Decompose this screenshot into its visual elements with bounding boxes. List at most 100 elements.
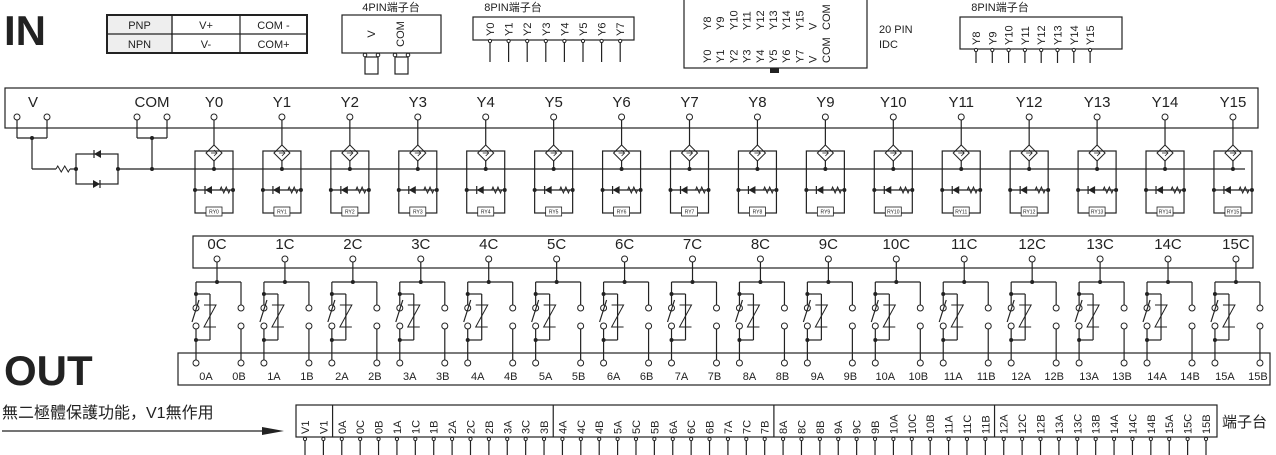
relay-coil — [477, 206, 495, 217]
arrow-head-icon — [262, 427, 284, 435]
terminal-strip-label: 9A — [833, 420, 845, 434]
idc-top-label: V — [808, 22, 820, 30]
table-cell: PNP — [128, 20, 151, 32]
resistor-icon — [966, 185, 978, 195]
led-icon — [544, 186, 552, 194]
junction-dot — [774, 188, 779, 192]
input-terminal — [1229, 113, 1237, 121]
junction-dot — [193, 188, 197, 192]
terminal-strip-label: 2A — [447, 420, 459, 434]
contact-terminal — [1256, 359, 1264, 367]
input-terminal — [210, 113, 218, 121]
contact-label-a: 14A — [1147, 371, 1167, 383]
contact — [305, 304, 313, 312]
pin — [358, 436, 363, 442]
common-label: 10C — [883, 236, 911, 253]
pin — [1038, 436, 1043, 442]
input-channel-label: Y3 — [409, 94, 427, 111]
common-terminal — [281, 255, 289, 263]
contact — [328, 322, 336, 330]
relay-coil — [884, 206, 902, 217]
resistor-icon — [559, 185, 571, 195]
terminal-strip-label: 6C — [686, 420, 698, 434]
common-terminal — [621, 255, 629, 263]
pin — [1130, 436, 1135, 442]
relay-coil-icon — [1222, 304, 1236, 328]
terminal-strip-label: 1B — [429, 421, 441, 434]
idc-title: IDC — [879, 39, 898, 51]
contact-label-b: 2B — [368, 371, 381, 383]
pin — [468, 436, 473, 442]
input-channel-label: Y10 — [880, 94, 907, 111]
idc-top-label: Y14 — [781, 10, 793, 30]
terminal-strip-label: 1A — [392, 420, 404, 434]
led-icon — [1088, 186, 1096, 194]
title-out: OUT — [4, 347, 93, 394]
relay-coil-icon — [406, 304, 421, 328]
pin — [1093, 436, 1098, 442]
junction-dot — [758, 280, 763, 284]
terminal-strip-label: 4B — [594, 421, 606, 434]
pin4-pin — [405, 52, 411, 58]
pin — [562, 38, 567, 44]
contact-terminal — [735, 359, 743, 367]
input-terminal — [1025, 113, 1033, 121]
junction-dot — [1098, 280, 1103, 284]
contact-label-b: 4B — [504, 371, 517, 383]
contact — [1120, 322, 1128, 330]
pin — [964, 436, 970, 442]
contact — [1256, 304, 1264, 312]
pin8-right-label: Y8 — [971, 32, 983, 45]
contact — [577, 322, 585, 330]
contact-label-b: 13B — [1112, 371, 1132, 383]
terminal-strip-label: 15A — [1164, 414, 1176, 434]
relay-coil-icon — [1086, 304, 1100, 328]
junction-dot — [668, 188, 673, 192]
junction-dot — [570, 188, 575, 192]
pin8-right-title: 8PIN端子台 — [971, 0, 1028, 14]
terminal-strip-label: 6A — [668, 420, 680, 434]
resistor-icon — [898, 185, 910, 195]
title-in: IN — [4, 7, 46, 54]
terminal-strip-label: 8A — [778, 420, 790, 434]
contact-terminal — [939, 359, 947, 367]
pin — [1001, 436, 1006, 442]
contact — [237, 322, 245, 330]
pin4-jumper — [364, 56, 379, 75]
junction-dot — [687, 167, 692, 171]
idc-bottom-label: COM — [821, 37, 833, 63]
contact-label-b: 6B — [640, 371, 653, 383]
relay-coil-icon — [542, 304, 557, 328]
switch-blade — [1074, 299, 1083, 323]
contact — [396, 322, 404, 330]
pin — [633, 436, 639, 442]
contact-terminal — [984, 359, 992, 367]
common-terminal — [1096, 255, 1104, 263]
contact-label-b: 5B — [572, 371, 585, 383]
relay-coil-icon — [814, 304, 829, 328]
input-terminal — [414, 113, 422, 121]
junction-dot — [910, 188, 915, 192]
relay-coil-icon — [950, 304, 965, 328]
junction-dot — [978, 188, 983, 192]
pin — [946, 436, 951, 442]
contact — [645, 304, 653, 312]
relay-coil-icon — [746, 304, 761, 328]
junction-dot — [1008, 188, 1013, 192]
junction-dot — [282, 280, 287, 284]
relay-coil — [341, 206, 359, 217]
pin4-pin — [362, 52, 368, 58]
junction-dot — [755, 167, 760, 171]
terminal-strip-label: 3C — [521, 420, 533, 434]
table-cell: COM - — [257, 20, 290, 32]
contact-label-a: 15A — [1215, 371, 1235, 383]
junction-dot — [690, 280, 695, 284]
common-terminal — [960, 255, 968, 263]
junction-dot — [298, 188, 303, 192]
relay-label: RY8 — [753, 210, 763, 216]
input-channel-label: Y0 — [205, 94, 223, 111]
idc-top-label: Y8 — [702, 17, 714, 30]
junction-dot — [366, 188, 371, 192]
contact-terminal — [509, 359, 517, 367]
pin — [1039, 47, 1044, 53]
